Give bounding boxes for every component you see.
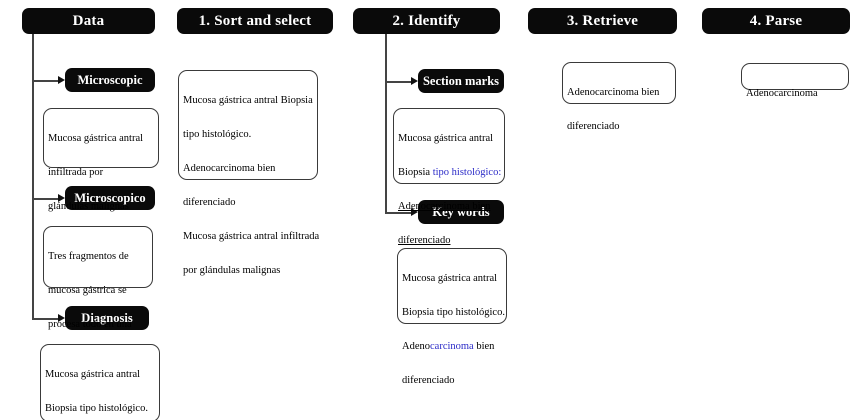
note-line: Adenocarcinoma bien xyxy=(567,87,660,98)
note-section-marks: Mucosa gástrica antral Biopsia tipo hist… xyxy=(393,108,505,246)
note-line: Biopsia tipo histológico: xyxy=(398,164,501,181)
data-branch-line-diagnosis xyxy=(32,318,60,320)
note-line: mucosa gástrica se xyxy=(48,285,127,296)
pill-microscopico: Microscopico xyxy=(65,186,155,210)
stage-header-identify: 2. Identify xyxy=(353,8,500,34)
note-line: diferenciado xyxy=(402,375,455,386)
note-line: infiltrada por xyxy=(48,167,104,178)
note-line: Tres fragmentos de xyxy=(48,251,129,262)
identify-branch-arrow-section-marks xyxy=(411,77,418,85)
pill-microscopic: Microscopic xyxy=(65,68,155,92)
note-line: Mucosa gástrica antral xyxy=(402,273,498,284)
note-retrieve: Adenocarcinoma bien diferenciado xyxy=(562,62,676,132)
stage-header-data: Data xyxy=(22,8,155,34)
note-text-prefix: Adeno xyxy=(402,341,430,352)
note-text-highlight: carcinoma xyxy=(430,341,474,352)
data-branch-arrow-diagnosis xyxy=(58,314,65,322)
data-branch-arrow-microscopico xyxy=(58,194,65,202)
note-text-plain: Biopsia xyxy=(398,167,433,178)
note-key-words: Mucosa gástrica antral Biopsia tipo hist… xyxy=(397,248,507,386)
data-column-trunk xyxy=(32,34,34,319)
note-line: Mucosa gástrica antral infiltrada xyxy=(183,231,320,242)
data-branch-line-microscopic xyxy=(32,80,60,82)
note-parse: Adenocarcinoma xyxy=(741,63,849,99)
note-line: Adenocarcinoma bien xyxy=(402,338,503,355)
note-line-underlined: diferenciado xyxy=(398,235,451,246)
note-line: Adenocarcinoma xyxy=(746,88,818,99)
note-text-highlight: tipo histológico: xyxy=(432,167,502,178)
note-line: Mucosa gástrica antral xyxy=(45,369,141,380)
note-line-underlined: Adenocarcinoma bien xyxy=(398,201,491,212)
note-line: glándulas malignas xyxy=(48,201,129,212)
note-line: Biopsia tipo histológico. xyxy=(402,307,505,318)
note-line: Adenocarcinoma bien xyxy=(183,163,276,174)
data-branch-arrow-microscopic xyxy=(58,76,65,84)
note-line: tipo histológico. xyxy=(183,129,252,140)
note-line: Mucosa gástrica antral xyxy=(398,133,494,144)
note-line: diferenciado xyxy=(567,121,620,132)
note-line: Mucosa gástrica antral Biopsia xyxy=(183,95,313,106)
note-microscopic: Mucosa gástrica antral infiltrada por gl… xyxy=(43,108,159,212)
note-text-suffix: bien xyxy=(473,341,495,352)
pill-key-words: Key words xyxy=(418,200,504,224)
note-diagnosis: Mucosa gástrica antral Biopsia tipo hist… xyxy=(40,344,160,420)
stage-header-sort-and-select: 1. Sort and select xyxy=(177,8,333,34)
pill-section-marks: Section marks xyxy=(418,69,504,93)
pill-diagnosis: Diagnosis xyxy=(65,306,149,330)
note-line: diferenciado xyxy=(183,197,236,208)
stage-header-parse: 4. Parse xyxy=(702,8,850,34)
note-sort-and-select: Mucosa gástrica antral Biopsia tipo hist… xyxy=(178,70,319,276)
note-line: Biopsia tipo histológico. xyxy=(45,403,148,414)
identify-branch-line-key-words xyxy=(385,212,413,214)
data-branch-line-microscopico xyxy=(32,198,60,200)
note-line: procesa todo en una xyxy=(48,319,132,330)
note-line: Mucosa gástrica antral xyxy=(48,133,144,144)
identify-branch-arrow-key-words xyxy=(411,208,418,216)
identify-branch-line-section-marks xyxy=(385,81,413,83)
stage-header-retrieve: 3. Retrieve xyxy=(528,8,677,34)
note-microscopico: Tres fragmentos de mucosa gástrica se pr… xyxy=(43,226,153,364)
note-line: por glándulas malignas xyxy=(183,265,281,276)
identify-column-trunk xyxy=(385,34,387,213)
